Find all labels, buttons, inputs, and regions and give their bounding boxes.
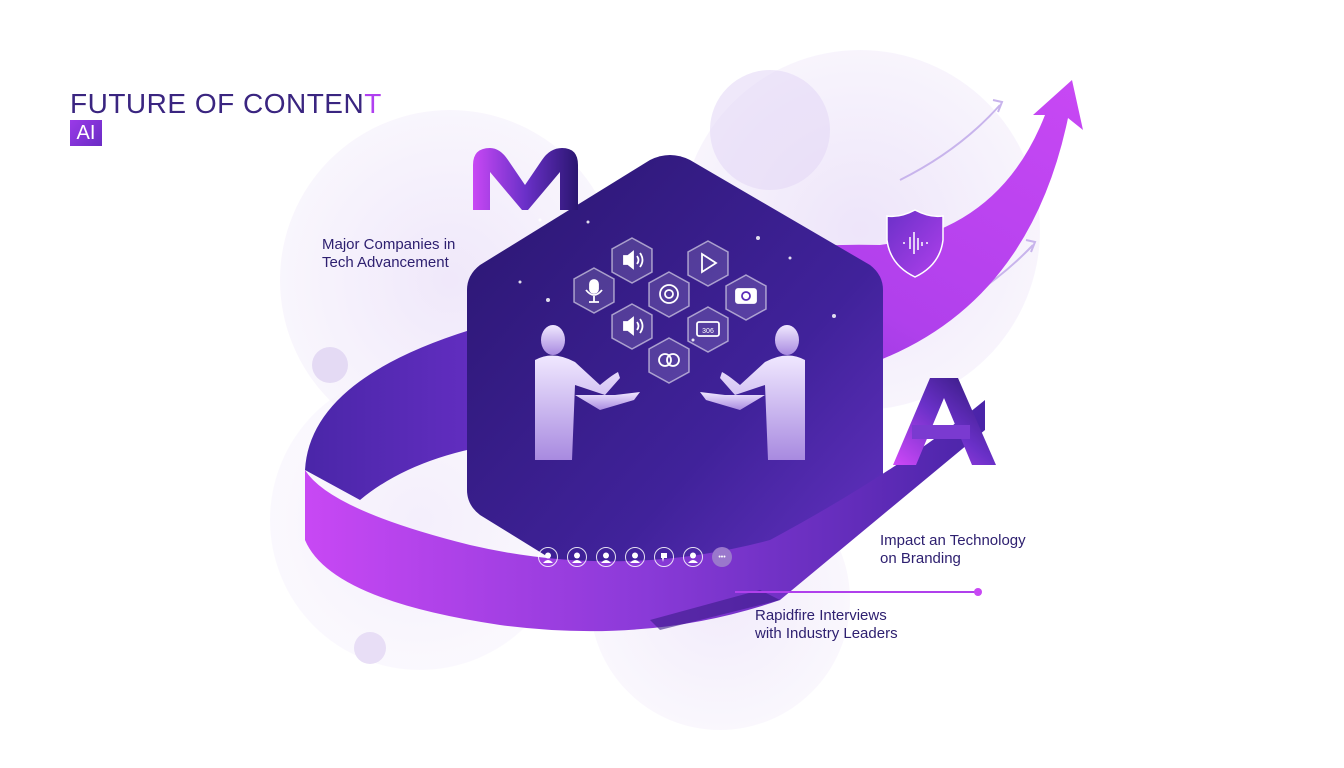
label-line: Major Companies in <box>322 236 456 253</box>
label-line: on Branding <box>880 550 961 567</box>
label-impact: Impact an Technology on Branding <box>880 532 1026 568</box>
title-main: FUTURE OF CONTEN <box>70 88 365 119</box>
ai-badge: AI <box>70 120 102 146</box>
page-title: FUTURE OF CONTENT <box>70 88 382 120</box>
label-line: Tech Advancement <box>322 254 449 271</box>
label-major-companies: Major Companies in Tech Advancement <box>322 236 455 272</box>
svg-text:306: 306 <box>702 328 714 335</box>
user-icon <box>625 547 645 567</box>
user-icon <box>538 547 558 567</box>
avatar-row: ••• <box>538 547 732 567</box>
label-line: with Industry Leaders <box>755 625 898 642</box>
label-line: Impact an Technology <box>880 532 1026 549</box>
more-avatars: ••• <box>712 547 732 567</box>
user-icon <box>683 547 703 567</box>
title-accent: T <box>364 88 382 119</box>
user-icon <box>596 547 616 567</box>
thumb-icon <box>654 547 674 567</box>
label-rapidfire: Rapidfire Interviews with Industry Leade… <box>755 607 898 643</box>
label-line: Rapidfire Interviews <box>755 607 887 624</box>
user-icon <box>567 547 587 567</box>
